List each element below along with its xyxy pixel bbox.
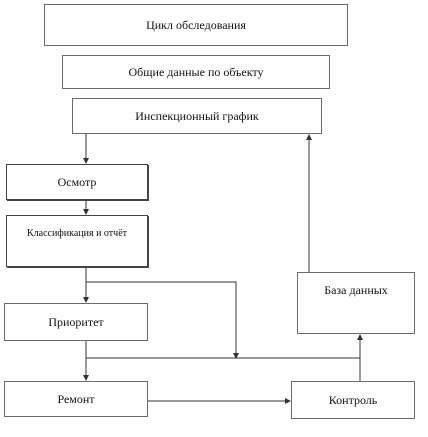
general-data-label: Общие данные по объекту xyxy=(128,64,264,79)
general-data-box: Общие данные по объекту xyxy=(62,55,330,89)
inspection-label: Осмотр xyxy=(57,174,97,189)
repair-label: Ремонт xyxy=(57,391,95,406)
classification-branch-line xyxy=(86,281,239,359)
classification-label: Классификация и отчёт xyxy=(26,228,128,239)
database-label: База данных xyxy=(324,283,388,297)
inspection-schedule-label: Инспекционный график xyxy=(135,108,259,123)
control-label: Контроль xyxy=(328,392,378,407)
cycle-box: Цикл обследования xyxy=(44,4,348,46)
database-box: База данных xyxy=(297,272,415,334)
classification-box: Классификация и отчёт xyxy=(6,215,148,267)
priority-to-database-line xyxy=(86,334,363,359)
inspection-box: Осмотр xyxy=(6,164,148,200)
control-box: Контроль xyxy=(291,381,415,419)
priority-box: Приоритет xyxy=(4,303,148,341)
repair-box: Ремонт xyxy=(4,381,148,417)
cycle-label: Цикл обследования xyxy=(146,17,246,32)
priority-label: Приоритет xyxy=(48,314,104,329)
inspection-schedule-box: Инспекционный график xyxy=(72,98,322,134)
